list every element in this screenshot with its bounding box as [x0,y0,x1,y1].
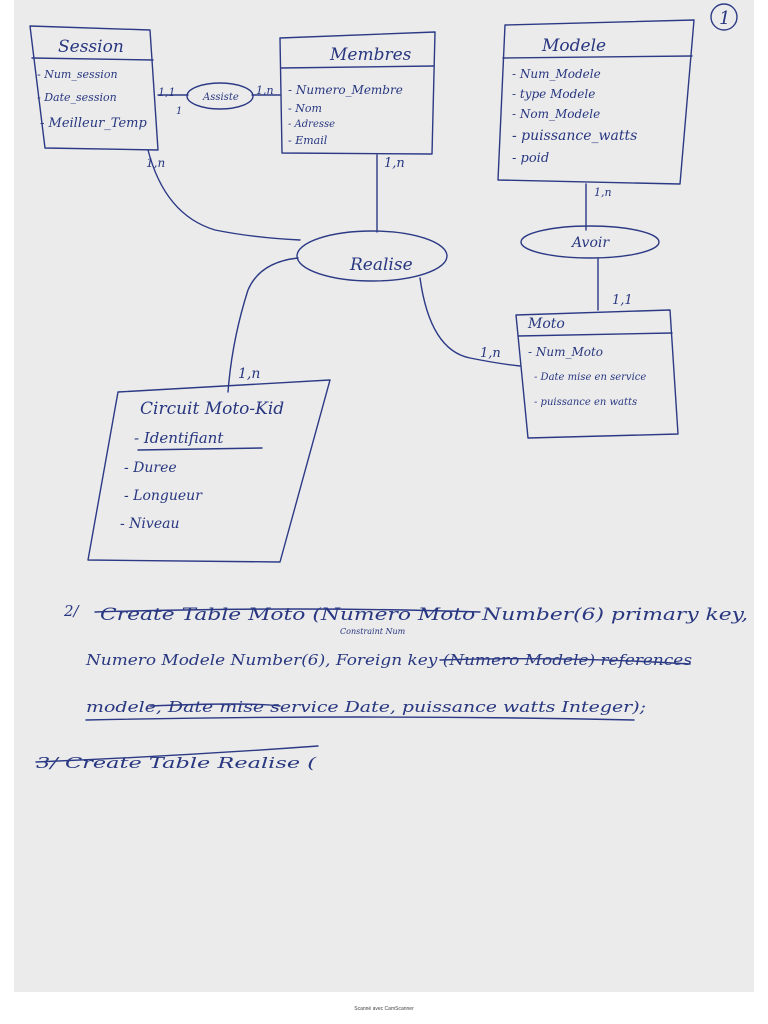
circuit-attr-2: - Duree [124,460,177,476]
note-line2: Numero Modele Number(6), Foreign key (Nu… [85,651,692,669]
modele-divider [502,55,693,59]
realise-ellipse [296,230,448,282]
moto-attr-2: - Date mise en service [534,372,646,383]
circuit-key-underline [137,447,263,451]
circuit-attr-3: - Longueur [124,488,203,504]
modele-attr-5: - poid [512,151,549,166]
session-attr-1: - Num_session [37,68,118,81]
paper-sheet [14,0,754,992]
line-realise-circuit [227,257,299,393]
scanner-footer: Scanné avec CamScanner [354,1006,414,1012]
avoir-label: Avoir [570,235,610,251]
moto-box [515,309,679,439]
note-line1-insert: Constraint Num [340,627,406,636]
page-number-text: 1 [719,8,730,29]
modele-attr-4: - puissance_watts [512,128,637,144]
entity-membres: Membres - Numero_Membre - Nom - Adresse … [279,31,436,155]
realise-label: Realise [349,255,413,275]
modele-title: Modele [541,36,606,56]
card-moto-realise: 1,n [480,346,501,361]
entity-moto: Moto - Num_Moto - Date mise en service -… [515,309,679,439]
cardinality-labels: 1,1 1 1,n 1,n 1,n 1,n 1,1 1,n 1,n [146,84,633,382]
note-line1-prefix: 2/ [63,602,81,620]
moto-divider [517,332,673,337]
circuit-attr-4: - Niveau [120,516,179,532]
circuit-title: Circuit Moto-Kid [140,399,284,419]
modele-box [497,19,695,185]
note-line4: 3/ Create Table Realise ( [36,754,318,772]
session-attr-2: - Date_session [37,91,117,104]
relation-avoir: Avoir [520,225,660,259]
membres-title: Membres [329,45,412,65]
moto-attr-3: - puissance en watts [534,397,637,408]
line-session-realise [147,149,301,241]
entity-session: Session - Num_session - Date_session - M… [29,25,159,151]
card-session-realise: 1,n [146,156,165,170]
note-line1-strike [94,608,481,613]
moto-attr-1: - Num_Moto [528,345,603,359]
page-number: 1 [710,3,738,31]
moto-title: Moto [527,316,565,332]
membres-divider [280,65,435,69]
note-line2-strike [439,657,691,665]
membres-box [279,31,436,155]
card-moto-avoir: 1,1 [612,293,633,308]
session-attr-3: - Meilleur_Temp [40,116,147,131]
avoir-ellipse [520,225,660,259]
membres-attr-2: - Nom [288,102,322,115]
modele-attr-1: - Num_Modele [512,67,601,81]
connectors [147,94,599,393]
assiste-ellipse [186,82,254,110]
modele-attr-2: - type Modele [512,87,595,101]
note-line1: Create Table Moto (Numero Moto Number(6)… [100,605,748,625]
note-line4-strike [35,745,319,763]
session-title: Session [58,37,124,57]
entity-circuit: Circuit Moto-Kid - Identifiant - Duree -… [87,379,331,563]
card-circuit-realise: 1,n [238,366,260,382]
card-modele-avoir: 1,n [594,186,612,199]
circuit-box [87,379,331,563]
assiste-label: Assiste [202,92,239,103]
modele-attr-3: - Nom_Modele [512,107,600,121]
note-line3: modele, Date mise service Date, puissanc… [86,698,646,716]
card-session-assiste: 1,1 [158,86,176,99]
entity-modele: Modele - Num_Modele - type Modele - Nom_… [497,19,695,185]
session-divider [31,57,154,61]
membres-attr-4: - Email [288,134,328,147]
note-line3-strike [149,703,281,707]
card-membres-realise: 1,n [384,156,405,171]
card-membres-assiste: 1,n [256,84,274,97]
session-box [29,25,159,151]
circuit-attr-1: - Identifiant [134,429,224,447]
relation-assiste: Assiste [186,82,254,110]
note-line3-underline [85,716,635,721]
sql-notes: 2/ Create Table Moto (Numero Moto Number… [35,602,748,772]
relation-realise: Realise [296,230,448,282]
line-realise-moto [419,277,521,367]
card-assiste-session-side: 1 [176,106,182,117]
membres-attr-1: - Numero_Membre [288,83,403,97]
membres-attr-3: - Adresse [288,119,335,130]
